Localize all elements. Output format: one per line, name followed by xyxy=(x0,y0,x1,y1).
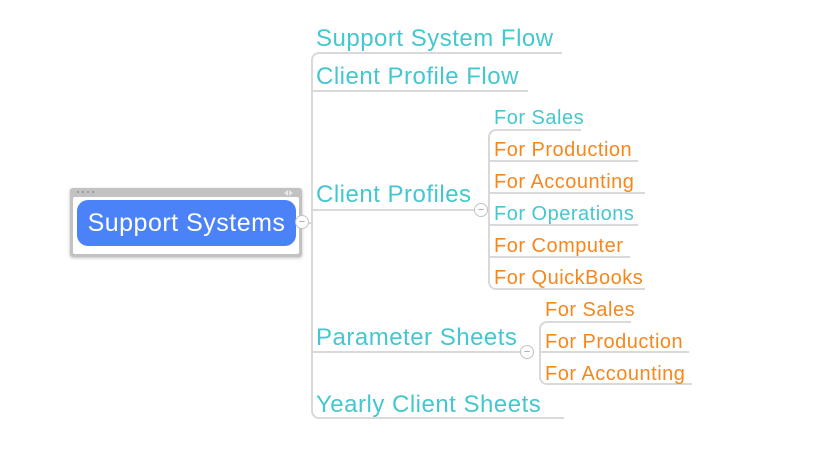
window-dots-icon xyxy=(77,191,94,193)
child-line-cp-for-sales xyxy=(488,129,581,145)
branch-support-system-flow[interactable]: Support System Flow xyxy=(316,25,554,52)
child-line-ps-for-accounting xyxy=(539,371,692,385)
node-cp-for-quickbooks[interactable]: For QuickBooks xyxy=(494,267,644,289)
branch-client-profile-flow[interactable]: Client Profile Flow xyxy=(316,63,519,90)
child-line-ps-for-sales xyxy=(539,321,631,337)
collapse-button-parameter-sheets[interactable]: − xyxy=(520,345,534,359)
collapse-button-client-profiles[interactable]: − xyxy=(474,203,488,217)
right-arrow-icon xyxy=(289,190,293,196)
node-ps-for-production[interactable]: For Production xyxy=(545,331,684,353)
node-cp-for-accounting[interactable]: For Accounting xyxy=(494,171,635,193)
child-line-cp-for-accounting xyxy=(488,192,645,194)
branch-line-parameter-sheets xyxy=(311,351,520,353)
node-cp-for-sales[interactable]: For Sales xyxy=(494,107,585,129)
child-line-cp-for-computer xyxy=(488,256,630,258)
child-rail-parameter-sheets xyxy=(539,333,541,373)
branch-parameter-sheets[interactable]: Parameter Sheets xyxy=(316,324,518,351)
left-arrow-icon xyxy=(284,190,288,196)
branch-line-yearly-client-sheets xyxy=(311,400,564,419)
branch-client-profiles[interactable]: Client Profiles xyxy=(316,181,472,208)
collapse-button-root[interactable]: − xyxy=(295,215,309,229)
node-ps-for-accounting[interactable]: For Accounting xyxy=(545,363,686,385)
node-cp-for-operations[interactable]: For Operations xyxy=(494,203,635,225)
node-ps-for-sales[interactable]: For Sales xyxy=(545,299,636,321)
node-cp-for-production[interactable]: For Production xyxy=(494,139,633,161)
child-line-cp-for-quickbooks xyxy=(488,276,645,290)
branch-line-client-profiles xyxy=(311,209,475,211)
branch-yearly-client-sheets[interactable]: Yearly Client Sheets xyxy=(316,391,542,418)
node-cp-for-computer[interactable]: For Computer xyxy=(494,235,624,257)
child-rail-client-profiles xyxy=(488,140,490,278)
root-node[interactable]: Support Systems xyxy=(77,200,296,246)
branch-line-client-profile-flow xyxy=(311,90,528,92)
branch-line-trunk xyxy=(311,52,562,402)
child-line-ps-for-production xyxy=(539,351,689,353)
child-line-cp-for-operations xyxy=(488,224,638,226)
resize-arrows-icon xyxy=(284,190,293,196)
root-node-label: Support Systems xyxy=(87,208,286,237)
child-line-cp-for-production xyxy=(488,160,638,162)
